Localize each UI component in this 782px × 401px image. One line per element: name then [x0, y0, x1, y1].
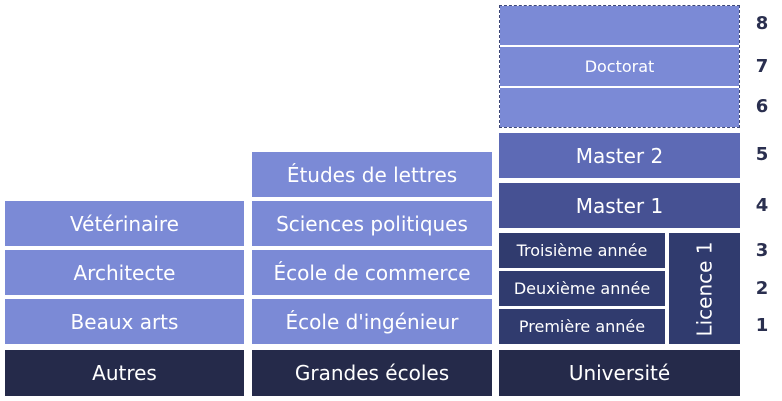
doctorat-block: Doctorat: [499, 5, 740, 128]
grandes-ecoles-item-sciences-po: Sciences politiques: [252, 201, 492, 246]
licence-year-2: Deuxième année: [499, 271, 665, 306]
licence-year-1: Première année: [499, 309, 665, 344]
year-number-2: 2: [755, 278, 769, 299]
autres-item-beaux-arts: Beaux arts: [5, 299, 244, 344]
grandes-ecoles-base-label: Grandes écoles: [252, 350, 492, 396]
autres-item-veterinaire: Vétérinaire: [5, 201, 244, 246]
grandes-ecoles-item-commerce: École de commerce: [252, 250, 492, 295]
master-2-block: Master 2: [499, 133, 740, 178]
licence-year-3: Troisième année: [499, 233, 665, 268]
year-number-7: 7: [755, 56, 769, 77]
master-1-block: Master 1: [499, 183, 740, 228]
licence-label: Licence 1: [692, 240, 717, 337]
year-number-4: 4: [755, 195, 769, 216]
grandes-ecoles-item-lettres: Études de lettres: [252, 152, 492, 197]
doctorat-row-6: [500, 88, 739, 127]
doctorat-row-8: [500, 6, 739, 45]
doctorat-row-7: [500, 47, 739, 86]
year-number-5: 5: [755, 144, 769, 165]
year-number-6: 6: [755, 96, 769, 117]
autres-item-architecte: Architecte: [5, 250, 244, 295]
doctorat-label: Doctorat: [584, 57, 655, 76]
grandes-ecoles-item-ingenieur: École d'ingénieur: [252, 299, 492, 344]
autres-base-label: Autres: [5, 350, 244, 396]
universite-base-label: Université: [499, 350, 740, 396]
year-number-1: 1: [755, 315, 769, 336]
year-number-8: 8: [755, 13, 769, 34]
year-number-3: 3: [755, 240, 769, 261]
licence-block: Licence 1: [669, 233, 740, 344]
